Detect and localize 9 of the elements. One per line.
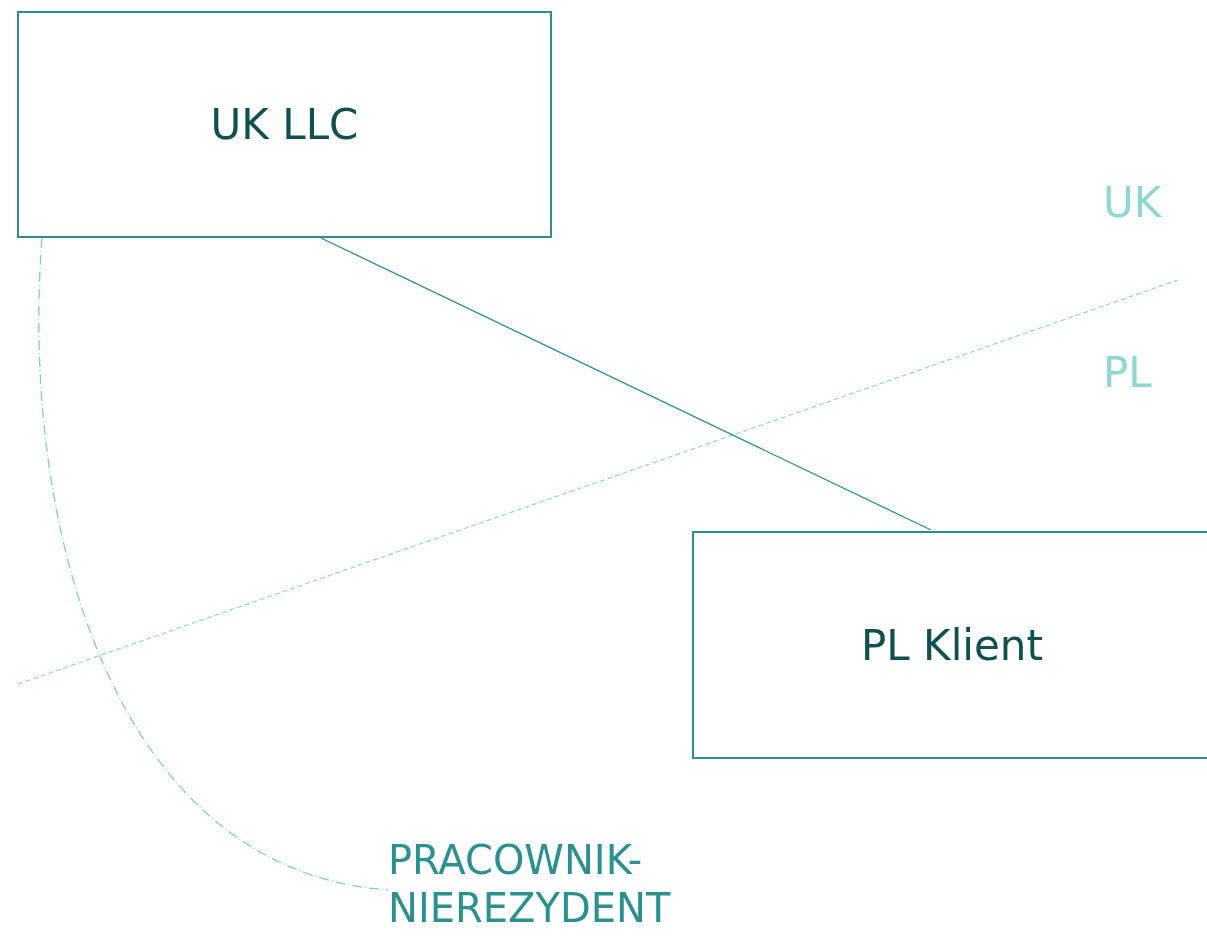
entity-box (692, 531, 1207, 759)
person-label: PRACOWNIK-NIEREZYDENT (388, 836, 672, 932)
entity-box (17, 11, 552, 238)
dash-dot-connector (38, 237, 389, 891)
entity-name: PL Klient (861, 620, 1043, 670)
connector-line (320, 237, 932, 531)
country-label: UK (1103, 178, 1162, 227)
country-label: PL (1103, 348, 1152, 397)
entity-name: UK LLC (210, 100, 359, 149)
